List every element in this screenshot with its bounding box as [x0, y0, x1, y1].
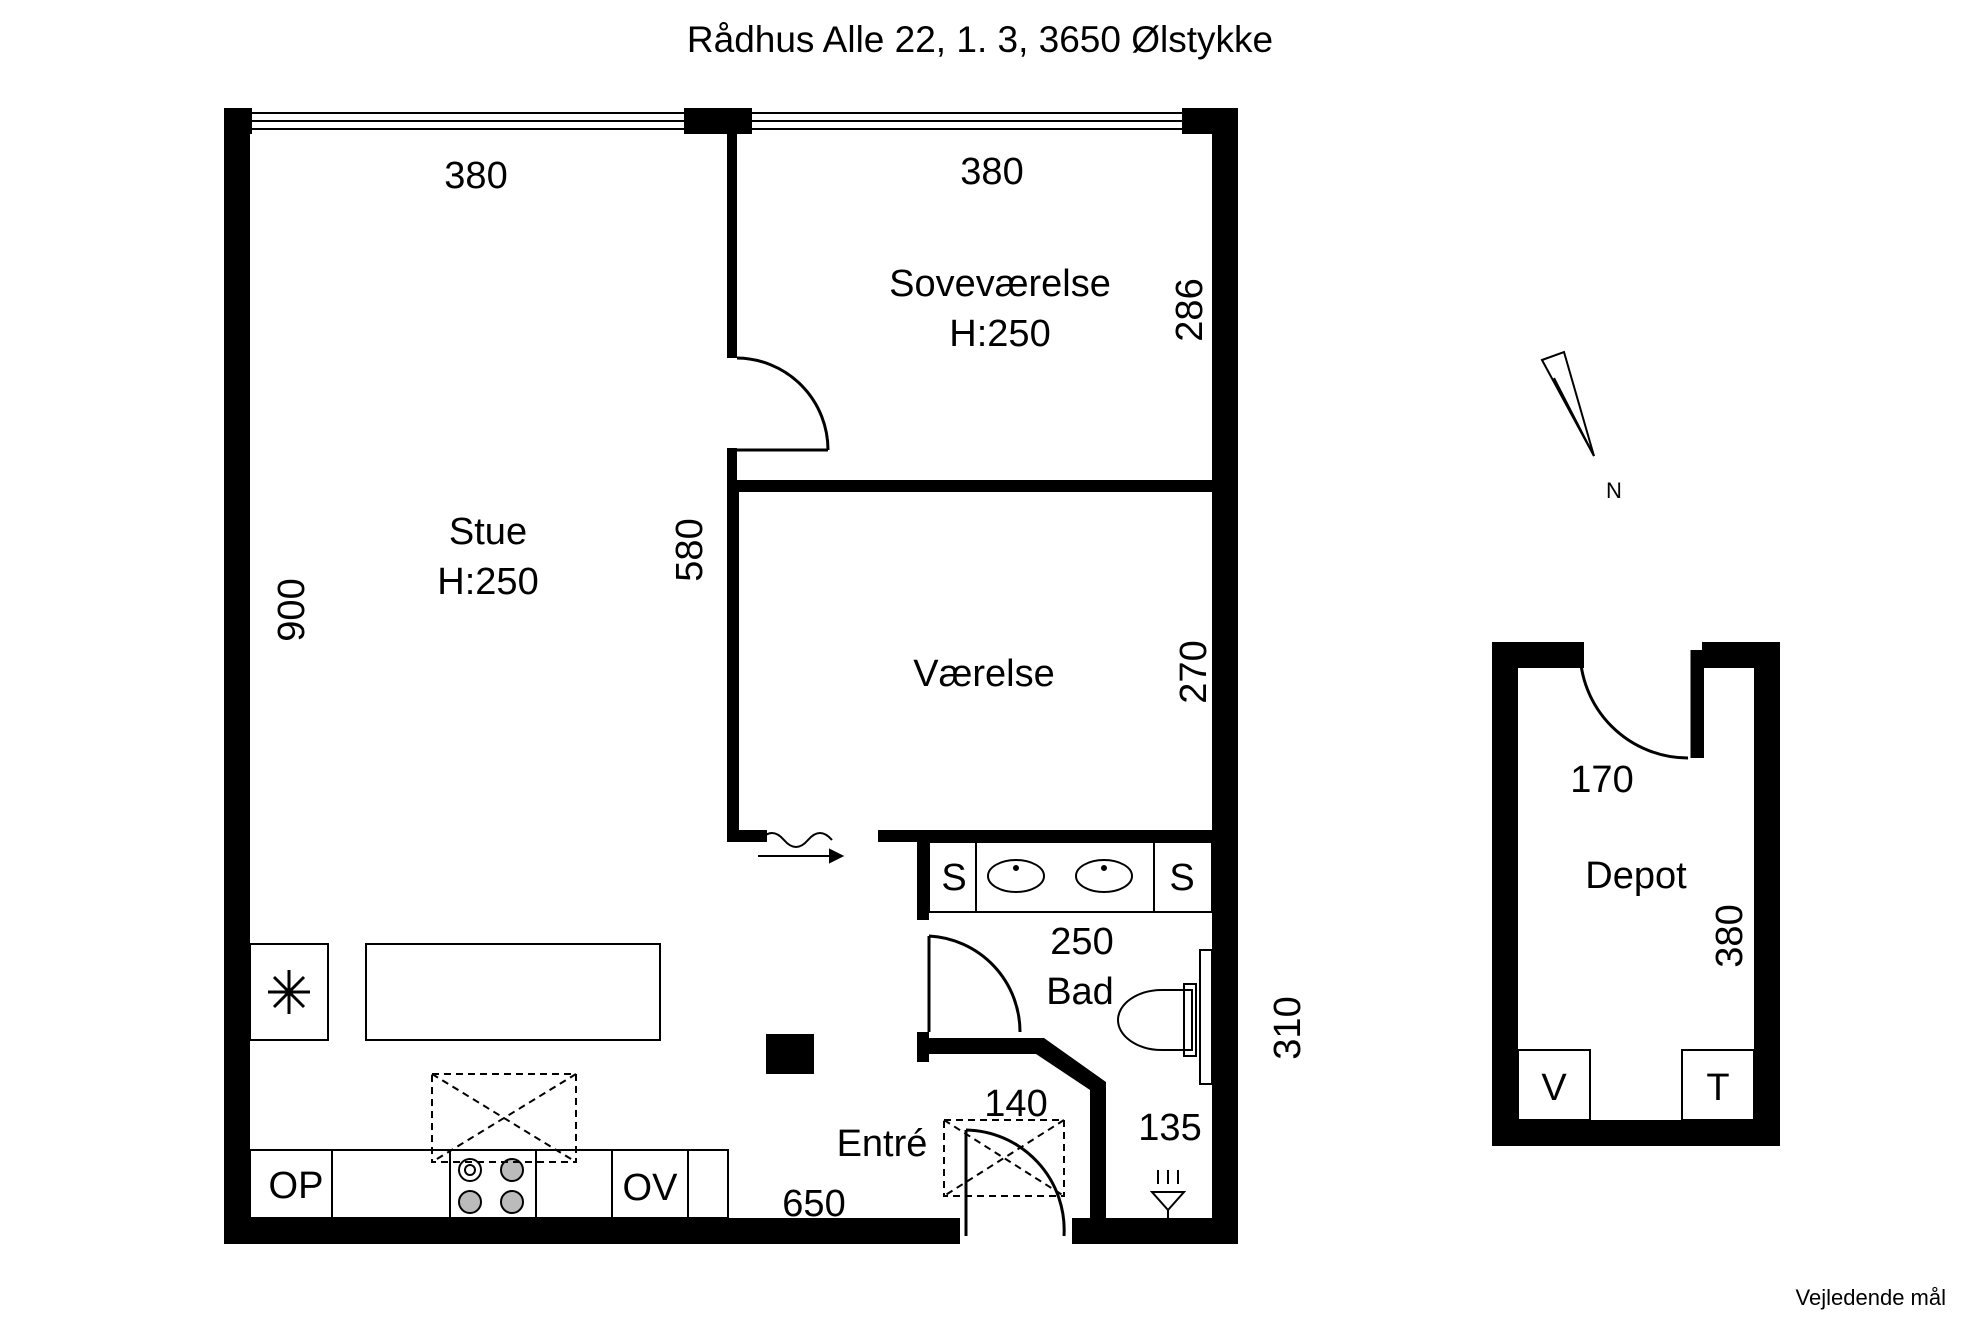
bathroom-fixtures: [928, 841, 1213, 1222]
sliding-door-symbol: [758, 832, 845, 864]
pillar: [766, 1034, 814, 1074]
dim-stue-bottom: 650: [782, 1183, 845, 1225]
entre-dashed-box: [943, 1119, 1065, 1197]
dim-stue-top: 380: [444, 155, 507, 197]
interior-walls: [727, 134, 1212, 1218]
doors: [736, 356, 1694, 1237]
compass-north-label: N: [1606, 478, 1622, 503]
kitchen: [249, 943, 729, 1219]
room-name-depot: Depot: [1585, 855, 1687, 897]
footer-note: Vejledende mål: [1796, 1285, 1946, 1310]
room-name-vaerelse: Værelse: [913, 653, 1055, 695]
dim-vaerelse-right: 270: [1173, 640, 1215, 703]
washer-label: V: [1541, 1067, 1567, 1109]
dim-stue-right: 580: [669, 518, 711, 581]
room-name-sovevaerelse: Soveværelse: [889, 263, 1111, 305]
room-name-entre: Entré: [837, 1123, 928, 1165]
dim-bad-lower: 135: [1138, 1107, 1201, 1149]
dim-entre-top: 140: [984, 1083, 1047, 1125]
dim-depot-right: 380: [1709, 904, 1751, 967]
dim-stue-left: 900: [271, 578, 313, 641]
fixture-label-ov: OV: [623, 1167, 679, 1209]
depot-walls: [1492, 642, 1780, 1146]
fixture-label-op: OP: [269, 1165, 324, 1207]
outer-walls: [224, 108, 1238, 1244]
top-windows: [252, 112, 1182, 130]
compass-arrow-icon: [1540, 350, 1595, 457]
dim-sove-right: 286: [1169, 278, 1211, 341]
room-height-sovevaerelse: H:250: [949, 313, 1050, 355]
dim-bad-right: 310: [1267, 996, 1309, 1059]
depot-fixtures: [1517, 1049, 1755, 1121]
dryer-label: T: [1706, 1067, 1729, 1109]
sink-label-left: S: [941, 857, 966, 899]
sink-label-right: S: [1169, 857, 1194, 899]
plan-title: Rådhus Alle 22, 1. 3, 3650 Ølstykke: [687, 19, 1273, 60]
dim-sove-top: 380: [960, 151, 1023, 193]
dim-depot-top: 170: [1570, 759, 1633, 801]
room-name-bad: Bad: [1046, 971, 1114, 1013]
room-name-stue: Stue: [449, 511, 527, 553]
dim-bad-top: 250: [1050, 921, 1113, 963]
room-height-stue: H:250: [437, 561, 538, 603]
